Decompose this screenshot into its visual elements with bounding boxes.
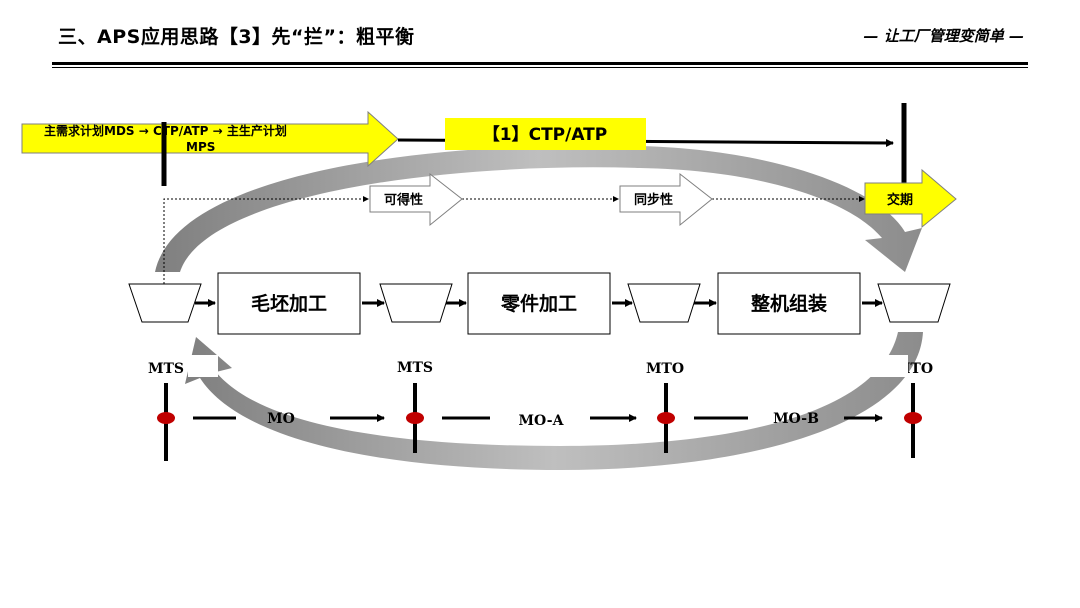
page-slogan: — 让工厂管理变简单 — bbox=[863, 27, 1024, 45]
process-box-assembly bbox=[717, 272, 861, 335]
cycle-arrow-bottom bbox=[185, 332, 923, 470]
header-rule-thick bbox=[52, 62, 1028, 65]
inventory-buffer bbox=[627, 283, 701, 323]
order-label: MO-B bbox=[773, 411, 819, 427]
order-label: MO bbox=[267, 411, 295, 427]
availability-label: 可得性 bbox=[384, 192, 423, 208]
availability-arrow: 可得性 bbox=[369, 172, 463, 227]
cycle-arrow-top bbox=[155, 145, 922, 272]
process-box-blank bbox=[217, 272, 361, 335]
mds-mps-arrow: 主需求计划MDS → CTP/ATP → 主生产计划 MPS bbox=[21, 110, 399, 168]
stock-type-label: MTS bbox=[397, 360, 433, 376]
ctp-atp-box: 【1】CTP/ATP bbox=[445, 118, 646, 150]
availability-dotted-line bbox=[163, 196, 369, 284]
order-dot bbox=[904, 412, 922, 424]
stock-type-label: MTS bbox=[148, 361, 184, 377]
process-label: 整机组装 bbox=[751, 292, 827, 315]
swoosh-overlap-mask bbox=[188, 355, 218, 377]
order-timeline: MO MO-A MO-B bbox=[157, 383, 922, 461]
process-box-parts bbox=[467, 272, 611, 335]
order-dot bbox=[157, 412, 175, 424]
order-dot bbox=[406, 412, 424, 424]
delivery-label: 交期 bbox=[887, 192, 913, 208]
swoosh-overlap-mask bbox=[850, 355, 908, 377]
inventory-buffer bbox=[379, 283, 453, 323]
inventory-buffer bbox=[128, 283, 202, 323]
page-title: 三、APS应用思路【3】先“拦”：粗平衡 bbox=[58, 26, 415, 48]
inventory-buffer bbox=[877, 283, 951, 323]
process-label: 毛坯加工 bbox=[251, 293, 327, 315]
delivery-arrow: 交期 bbox=[864, 168, 957, 229]
sync-label: 同步性 bbox=[634, 192, 673, 208]
sync-arrow: 同步性 bbox=[619, 172, 713, 227]
header-rule-thin bbox=[52, 67, 1028, 68]
order-dot bbox=[657, 412, 675, 424]
order-label: MO-A bbox=[519, 413, 565, 429]
process-label: 零件加工 bbox=[500, 292, 577, 315]
mds-mps-label-line2: MPS bbox=[186, 140, 215, 154]
stock-type-label: MTO bbox=[646, 361, 684, 377]
ctp-atp-label: 【1】CTP/ATP bbox=[483, 124, 607, 145]
